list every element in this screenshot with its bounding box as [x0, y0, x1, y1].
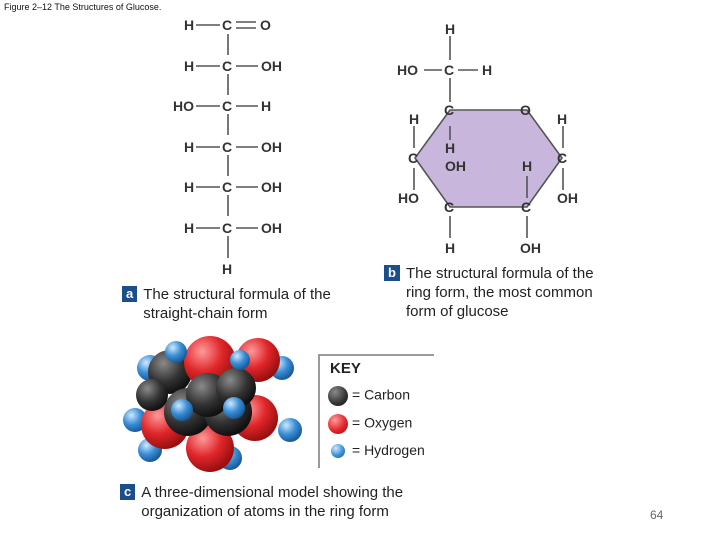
atom-h: H [445, 240, 455, 256]
oxygen-atom [236, 338, 280, 382]
atom-c3: C [222, 98, 232, 114]
key-hydrogen-label: = Hydrogen [352, 442, 425, 458]
atom-oh: OH [557, 190, 578, 206]
caption-b-label: b [384, 265, 400, 281]
atom-o-ring: O [520, 102, 531, 118]
straight-chain-structure: H C O H C OH HO C H H C OH H C OH H C OH… [173, 17, 282, 277]
key-carbon-label: = Carbon [352, 386, 410, 403]
oxygen-swatch [328, 414, 348, 434]
hydrogen-atom [223, 397, 245, 419]
caption-a-label: a [122, 286, 138, 302]
atom-oh: OH [261, 179, 282, 195]
key-title: KEY [330, 360, 361, 377]
atom-h: H [184, 220, 194, 236]
hydrogen-atom [230, 350, 250, 370]
hydrogen-swatch [331, 444, 345, 459]
atom-h: H [261, 98, 271, 114]
carbon-atom [136, 379, 168, 411]
space-filling-model [123, 336, 302, 472]
atom-c: C [444, 102, 454, 118]
caption-a: a The structural formula of the straight-… [122, 285, 343, 323]
atom-h: H [184, 179, 194, 195]
caption-c: c A three-dimensional model showing the o… [120, 483, 461, 521]
caption-c-text: A three-dimensional model showing the or… [141, 484, 404, 520]
atom-c2: C [222, 58, 232, 74]
atom-oh: OH [445, 158, 466, 174]
atom-ho: HO [397, 62, 418, 78]
key-oxygen: = Oxygen [328, 414, 412, 434]
atom-ho: HO [398, 190, 419, 206]
hydrogen-atom [278, 418, 302, 442]
atom-h: H [409, 111, 419, 127]
atom-oh: OH [520, 240, 541, 256]
atom-h: H [184, 58, 194, 74]
key-hydrogen: = Hydrogen [328, 442, 425, 459]
atom-h: H [184, 17, 194, 33]
hydrogen-atom [165, 341, 187, 363]
atom-h: H [445, 140, 455, 156]
carbon-atom [216, 368, 256, 408]
key-oxygen-label: = Oxygen [352, 414, 413, 431]
caption-b: b The structural formula of the ring form… [384, 264, 611, 321]
atom-c6: C [222, 220, 232, 236]
caption-a-text: The structural formula of the straight-c… [143, 286, 331, 322]
atom-ho: HO [173, 98, 194, 114]
ring-hexagon [414, 109, 563, 208]
caption-b-text: The structural formula of the ring form,… [405, 265, 594, 320]
atom-h: H [445, 21, 455, 37]
atom-c4: C [222, 139, 232, 155]
atom-c: C [408, 150, 418, 166]
atom-h: H [482, 62, 492, 78]
atom-c: C [444, 62, 454, 78]
key-carbon: = Carbon [328, 386, 410, 406]
atom-c5: C [222, 179, 232, 195]
atom-c: C [444, 199, 454, 215]
atom-o: O [260, 17, 271, 33]
hydrogen-atom [123, 408, 147, 432]
atom-c1: C [222, 17, 232, 33]
key-legend: KEY = Carbon = Oxygen = Hydrogen [318, 354, 434, 468]
atom-h: H [557, 111, 567, 127]
atom-h: H [222, 261, 232, 277]
hydrogen-atom [171, 399, 193, 421]
atom-c: C [521, 199, 531, 215]
atom-oh: OH [261, 58, 282, 74]
figure-title: Figure 2–12 The Structures of Glucose. [4, 2, 162, 12]
atom-h: H [184, 139, 194, 155]
atom-h: H [522, 158, 532, 174]
atom-oh: OH [261, 220, 282, 236]
atom-oh: OH [261, 139, 282, 155]
ring-structure: H HO C H C O H H H OH H C C HO OH C C H … [397, 21, 578, 256]
carbon-swatch [328, 386, 348, 406]
oxygen-atom [186, 424, 234, 472]
atom-c: C [557, 150, 567, 166]
caption-c-label: c [120, 484, 136, 500]
page-number: 64 [650, 508, 664, 522]
